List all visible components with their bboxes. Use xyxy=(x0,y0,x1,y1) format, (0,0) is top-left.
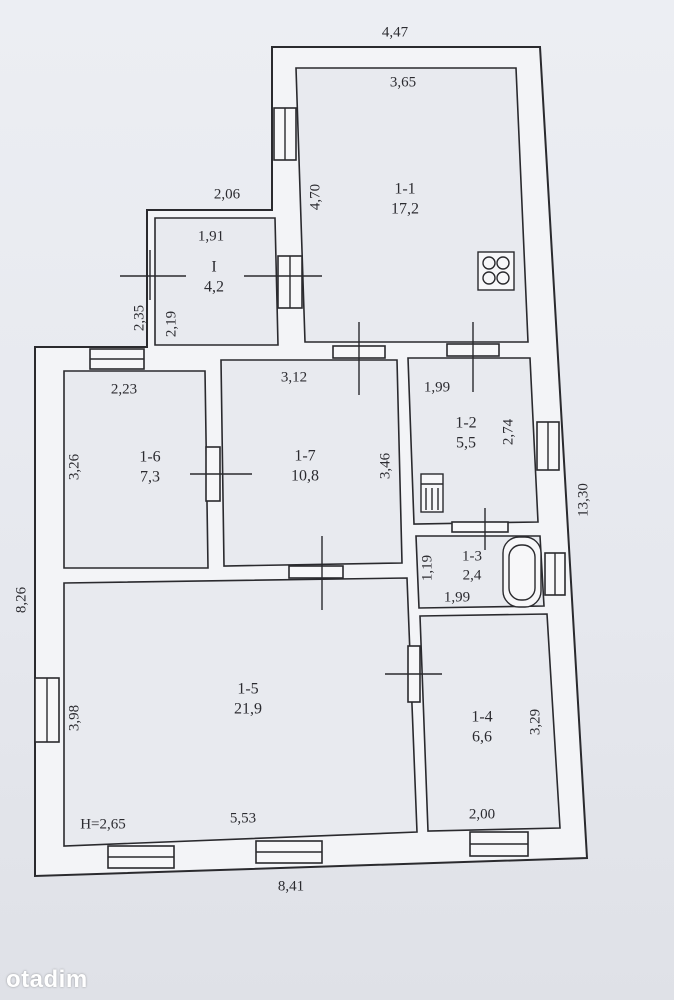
dim-room-1-1-width: 3,65 xyxy=(390,74,416,90)
dim-bottom-total: 8,41 xyxy=(278,878,304,894)
dim-right-total: 13,30 xyxy=(575,483,591,517)
room-1-1-id: 1-1 xyxy=(394,181,415,198)
watermark-logo: otadim xyxy=(6,966,88,993)
room-1-2-area: 5,5 xyxy=(456,435,476,452)
dim-room-1-4-width: 2,00 xyxy=(469,806,495,822)
room-1-1-area: 17,2 xyxy=(391,201,419,218)
room-1-7-area: 10,8 xyxy=(291,468,319,485)
dim-vestibule-inner-height: 2,19 xyxy=(163,311,179,337)
boiler-icon xyxy=(420,473,444,513)
room-1-5-area: 21,9 xyxy=(234,701,262,718)
dim-room-1-1-height: 4,70 xyxy=(307,184,323,210)
dim-room-1-4-height: 3,29 xyxy=(527,709,543,735)
doors xyxy=(120,250,509,703)
dim-room-1-6-width: 2,23 xyxy=(111,381,137,397)
room-1-6-id: 1-6 xyxy=(139,449,160,466)
room-1-5 xyxy=(63,577,418,847)
dim-room-1-6-height: 3,26 xyxy=(66,453,82,480)
room-1-6 xyxy=(63,370,209,569)
dim-room-1-5-width: 5,53 xyxy=(230,810,256,826)
dim-room-1-7-height: 3,46 xyxy=(377,452,393,479)
dim-room-1-2-width: 1,99 xyxy=(424,379,450,395)
room-1-4-area: 6,6 xyxy=(472,729,492,746)
dim-vestibule-outer-height: 2,35 xyxy=(131,305,147,331)
windows xyxy=(34,107,566,869)
room-1-7-id: 1-7 xyxy=(294,448,315,465)
labels: 4,47 3,65 4,70 1-1 17,2 2,06 1,91 I 4,2 … xyxy=(13,24,591,894)
ceiling-height: H=2,65 xyxy=(80,816,126,832)
room-1-1 xyxy=(295,67,529,343)
room-1-5-id: 1-5 xyxy=(237,681,258,698)
dim-room-1-7-width: 3,12 xyxy=(281,369,307,385)
dim-vestibule-outer-width: 2,06 xyxy=(214,186,241,202)
room-1-3-id: 1-3 xyxy=(462,548,482,564)
room-1-7 xyxy=(220,359,403,567)
dim-left-total: 8,26 xyxy=(13,586,29,613)
dim-top-total: 4,47 xyxy=(382,24,409,40)
room-I-area: 4,2 xyxy=(204,279,224,296)
bathtub-icon xyxy=(502,536,542,608)
room-1-3-area: 2,4 xyxy=(463,567,482,583)
dim-room-1-3-height: 1,19 xyxy=(419,555,435,581)
dim-room-1-2-height: 2,74 xyxy=(500,418,516,445)
room-1-6-area: 7,3 xyxy=(140,469,160,486)
room-1-2-id: 1-2 xyxy=(455,415,476,432)
stove-icon xyxy=(477,251,515,291)
dim-room-1-5-height: 3,98 xyxy=(66,705,82,731)
dim-vestibule-inner-width: 1,91 xyxy=(198,228,224,244)
room-I xyxy=(154,217,279,346)
room-I-id: I xyxy=(211,259,216,276)
room-1-4 xyxy=(419,613,561,832)
room-1-4-id: 1-4 xyxy=(471,709,492,726)
dim-room-1-3-width: 1,99 xyxy=(444,589,470,605)
